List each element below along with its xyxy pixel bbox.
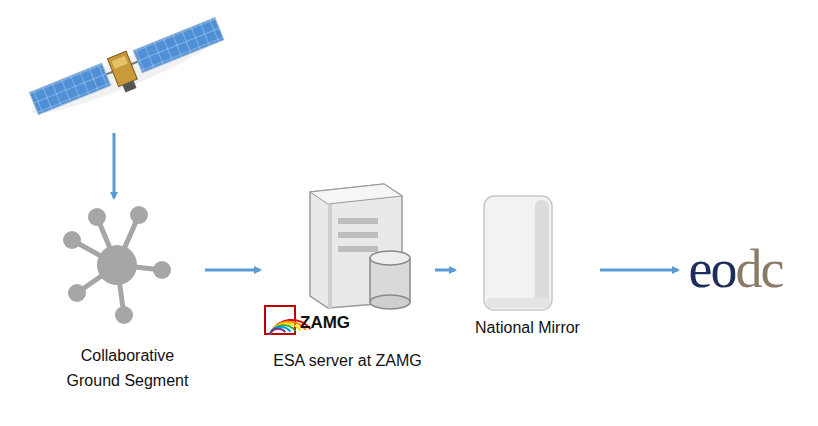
flow-arrow: [435, 269, 455, 272]
node-label: ESA server at ZAMG: [262, 348, 433, 373]
node-group: eodc: [680, 240, 791, 300]
ground-icon: [52, 205, 197, 335]
flow-arrow: [205, 269, 260, 272]
node-group: National Mirror: [457, 190, 598, 340]
satellite: [24, 16, 228, 128]
mirror-icon: [457, 190, 592, 315]
node-label: National Mirror: [457, 315, 598, 340]
logo-text: ZAMG: [300, 312, 350, 334]
node-group: ZAMG ESA server at ZAMG: [262, 180, 433, 375]
flow-arrow: [600, 269, 678, 272]
downlink-arrow: [113, 133, 116, 198]
logo-text: eodc: [680, 240, 791, 298]
node-group: Collaborative Ground Segment: [52, 205, 203, 395]
node-label: Collaborative Ground Segment: [52, 343, 203, 393]
